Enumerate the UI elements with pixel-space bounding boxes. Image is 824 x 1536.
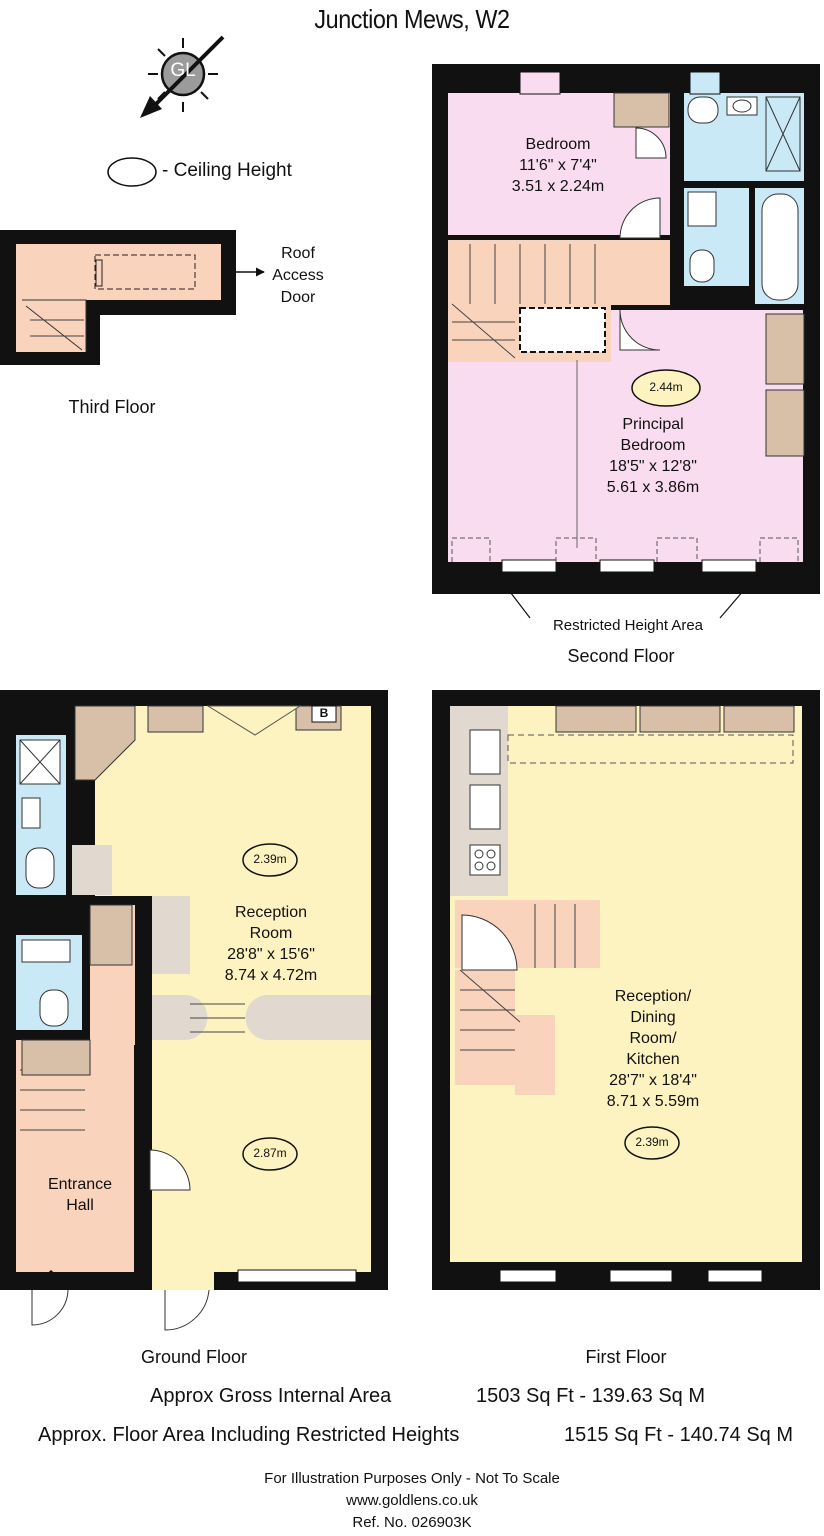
reception-dining-kitchen-metric: 8.71 x 5.59m — [606, 1093, 700, 1110]
principal-bedroom-imperial: 18'5" x 12'8" — [609, 458, 697, 475]
third-floor-plan — [0, 230, 265, 365]
restricted-area-value: 1515 Sq Ft - 140.74 Sq M — [564, 1424, 794, 1446]
restricted-area-label: Approx. Floor Area Including Restricted … — [38, 1424, 460, 1446]
reception-room-label: Reception Room 28'8" x 15'6" 8.74 x 4.72… — [196, 902, 346, 986]
disclaimer-text: For Illustration Purposes Only - Not To … — [264, 1470, 560, 1487]
principal-bedroom-metric: 5.61 x 3.86m — [606, 479, 700, 496]
reception-room-name: Reception Room — [234, 904, 308, 942]
reception-dining-kitchen-label: Reception/ Dining Room/ Kitchen 28'7" x … — [578, 986, 728, 1112]
second-floor-plan — [432, 64, 820, 619]
ceiling-height-oval — [631, 369, 701, 407]
first-floor-title: First Floor — [585, 1347, 667, 1367]
gross-area-value: 1503 Sq Ft - 139.63 Sq M — [476, 1385, 706, 1407]
ground-floor-title: Ground Floor — [140, 1347, 248, 1367]
reception-room-ceiling-height-upper: 2.39m — [253, 852, 287, 866]
bedroom-label: Bedroom 11'6" x 7'4" 3.51 x 2.24m — [488, 134, 628, 197]
reception-room-metric: 8.74 x 4.72m — [224, 967, 318, 984]
first-floor-plan — [432, 690, 820, 1290]
gross-area-label: Approx Gross Internal Area — [150, 1385, 392, 1407]
website-text: www.goldlens.co.uk — [346, 1492, 478, 1509]
principal-bedroom-ceiling-height: 2.44m — [649, 380, 683, 394]
bedroom-name: Bedroom — [525, 136, 591, 153]
page-title: Junction Mews, W2 — [314, 4, 510, 34]
roof-access-door-label: Roof Access Door — [272, 245, 324, 306]
ceiling-height-legend: - Ceiling Height — [162, 160, 292, 181]
reference-number: Ref. No. 026903K — [352, 1514, 472, 1531]
entrance-hall-label: Entrance Hall — [47, 1176, 113, 1214]
compass-icon — [140, 35, 225, 118]
bedroom-metric: 3.51 x 2.24m — [511, 178, 605, 195]
principal-bedroom-name: Principal Bedroom — [620, 416, 686, 454]
reception-room-ceiling-height-lower: 2.87m — [253, 1146, 287, 1160]
reception-room-imperial: 28'8" x 15'6" — [227, 946, 315, 963]
second-floor-title: Second Floor — [567, 646, 675, 666]
principal-bedroom-label: Principal Bedroom 18'5" x 12'8" 5.61 x 3… — [578, 414, 728, 498]
ground-floor-plan — [0, 690, 388, 1331]
first-floor-ceiling-height: 2.39m — [635, 1135, 669, 1149]
boiler-label: B — [319, 706, 329, 720]
third-floor-title: Third Floor — [68, 397, 156, 417]
reception-dining-kitchen-name: Reception/ Dining Room/ Kitchen — [614, 988, 692, 1068]
bedroom-imperial: 11'6" x 7'4" — [519, 157, 597, 174]
ceiling-height-legend-oval — [107, 157, 157, 187]
restricted-height-label: Restricted Height Area — [552, 617, 704, 634]
compass-label: GL — [170, 60, 196, 81]
reception-dining-kitchen-imperial: 28'7" x 18'4" — [609, 1072, 697, 1089]
